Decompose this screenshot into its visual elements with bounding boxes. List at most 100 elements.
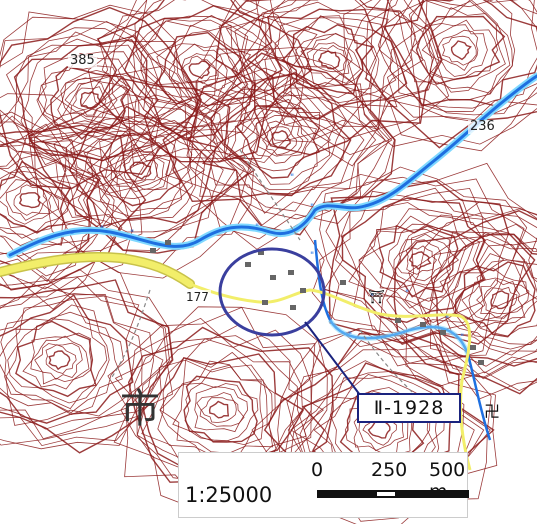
contour-line	[0, 276, 170, 447]
contour-line	[358, 208, 485, 311]
contour-line	[436, 29, 479, 71]
field-mark: "	[460, 333, 464, 343]
contour-line	[328, 180, 536, 345]
contour-line	[408, 223, 537, 378]
contour-line	[15, 320, 97, 398]
contour-line	[149, 48, 390, 250]
contour-line	[428, 24, 488, 77]
contour-line	[389, 0, 516, 113]
road	[0, 253, 194, 288]
contour-line	[162, 52, 396, 236]
site-circle[interactable]	[218, 247, 326, 337]
contour-line	[300, 162, 537, 367]
contour-line	[48, 350, 71, 371]
contour-line	[0, 298, 123, 415]
contour-line	[335, 190, 510, 339]
contour-line	[421, 19, 499, 80]
contour-line	[228, 98, 331, 185]
contour-line	[468, 277, 530, 323]
contour-line	[224, 77, 347, 197]
building-markers	[150, 240, 484, 365]
contour-line	[0, 135, 115, 269]
scale-tick-250: 250	[371, 459, 408, 481]
contour-line	[196, 392, 245, 427]
contour-line	[286, 15, 380, 99]
track	[109, 149, 421, 401]
contour-line	[348, 202, 486, 323]
contour-line	[131, 15, 282, 145]
contour-line	[186, 72, 377, 212]
contour-line	[5, 311, 108, 410]
field-mark: "	[100, 225, 104, 235]
contour-line	[17, 31, 172, 166]
contour-line	[387, 228, 460, 289]
contour-line	[168, 43, 238, 98]
building-marker	[395, 318, 401, 323]
contour-line	[0, 151, 95, 246]
elevation-236: 236	[468, 119, 497, 134]
building-marker	[245, 262, 251, 267]
vegetation-marks: """"""""""""	[70, 173, 464, 343]
building-marker	[420, 322, 426, 327]
building-marker	[258, 250, 264, 255]
contour-line	[410, 0, 511, 94]
contour-line	[86, 132, 191, 213]
contour-line	[45, 344, 77, 374]
contour-line	[386, 201, 537, 392]
contour-line	[53, 94, 236, 233]
contour-line	[0, 115, 123, 282]
contour-line	[393, 210, 537, 395]
building-marker	[165, 240, 171, 245]
minor-road	[189, 282, 472, 471]
scale-bar-panel: 0 250 500 m 1:25000	[178, 452, 469, 518]
field-mark: "	[405, 289, 409, 299]
field-mark: "	[290, 173, 294, 183]
contour-line	[5, 181, 53, 221]
field-mark: "	[445, 315, 449, 325]
temple-icon: 卍	[484, 402, 501, 421]
contour-line	[461, 267, 537, 328]
place-name-kanji: 市	[120, 386, 160, 432]
contour-line	[0, 294, 134, 424]
contour-line	[212, 83, 346, 195]
contour-line	[159, 359, 274, 467]
contour-line	[0, 27, 199, 187]
contour-line	[312, 44, 347, 73]
contour-line	[341, 0, 537, 152]
contour-line	[0, 286, 155, 440]
contour-line	[241, 110, 318, 172]
contour-line	[384, 0, 537, 116]
contour-line	[165, 46, 395, 240]
contour-line	[108, 0, 318, 159]
contour-line	[34, 342, 83, 380]
contour-line	[181, 53, 224, 92]
contour-line	[7, 318, 110, 404]
contour-line	[441, 35, 477, 66]
contour-line	[271, 130, 291, 149]
contour-line	[0, 153, 89, 246]
site-callout-label[interactable]: Ⅱ-1928	[357, 393, 461, 423]
contour-line	[183, 375, 258, 443]
contour-line	[0, 124, 147, 291]
contour-line	[75, 116, 206, 221]
callout-leader	[304, 321, 361, 396]
contour-line	[80, 91, 101, 109]
contour-line	[70, 116, 202, 222]
building-marker	[290, 305, 296, 310]
contour-line	[41, 52, 148, 140]
contour-line	[194, 386, 249, 433]
field-mark: "	[348, 331, 352, 341]
contour-line	[0, 268, 173, 446]
contour-line	[0, 140, 99, 257]
contour-line	[340, 187, 505, 332]
elevation-385: 385	[68, 53, 97, 68]
contour-line	[123, 5, 284, 139]
building-marker	[262, 300, 268, 305]
scale-bar-segment-1	[319, 492, 377, 496]
building-marker	[270, 275, 276, 280]
shrine-icon: ⛩	[368, 290, 385, 305]
road-layer	[0, 149, 472, 471]
contour-line	[203, 0, 450, 167]
